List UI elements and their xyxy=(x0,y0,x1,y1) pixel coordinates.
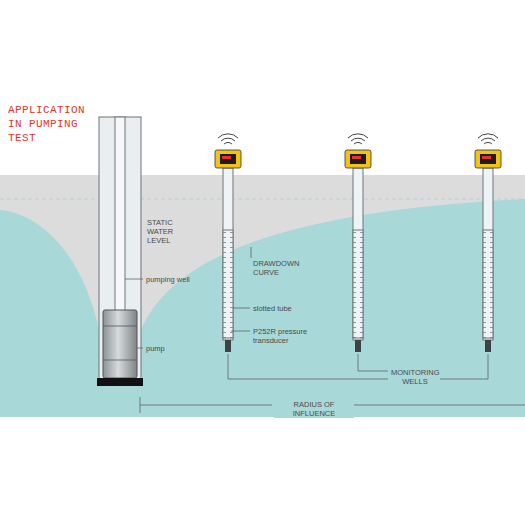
static-water-line xyxy=(0,199,525,200)
groundwater xyxy=(0,199,525,417)
pump-body xyxy=(103,310,137,378)
ground xyxy=(0,175,525,417)
part-label: slotted tube xyxy=(253,304,313,313)
water-level-label: STATIC WATER LEVEL xyxy=(147,218,195,245)
part-label: P252R pressure transducer xyxy=(253,327,315,345)
pumping-well xyxy=(97,117,143,386)
monitoring-wells xyxy=(215,134,501,352)
group-label: MONITORING WELLS xyxy=(391,368,439,386)
diagram-title: APPLICATION IN PUMPING TEST xyxy=(8,104,104,145)
leader-lines xyxy=(125,247,488,379)
curve-label: DRAWDOWN CURVE xyxy=(253,259,301,277)
part-label: pumping well xyxy=(146,275,206,284)
dimension-label: RADIUS OF INFLUENCE xyxy=(274,400,354,418)
part-label: pump xyxy=(146,344,186,353)
